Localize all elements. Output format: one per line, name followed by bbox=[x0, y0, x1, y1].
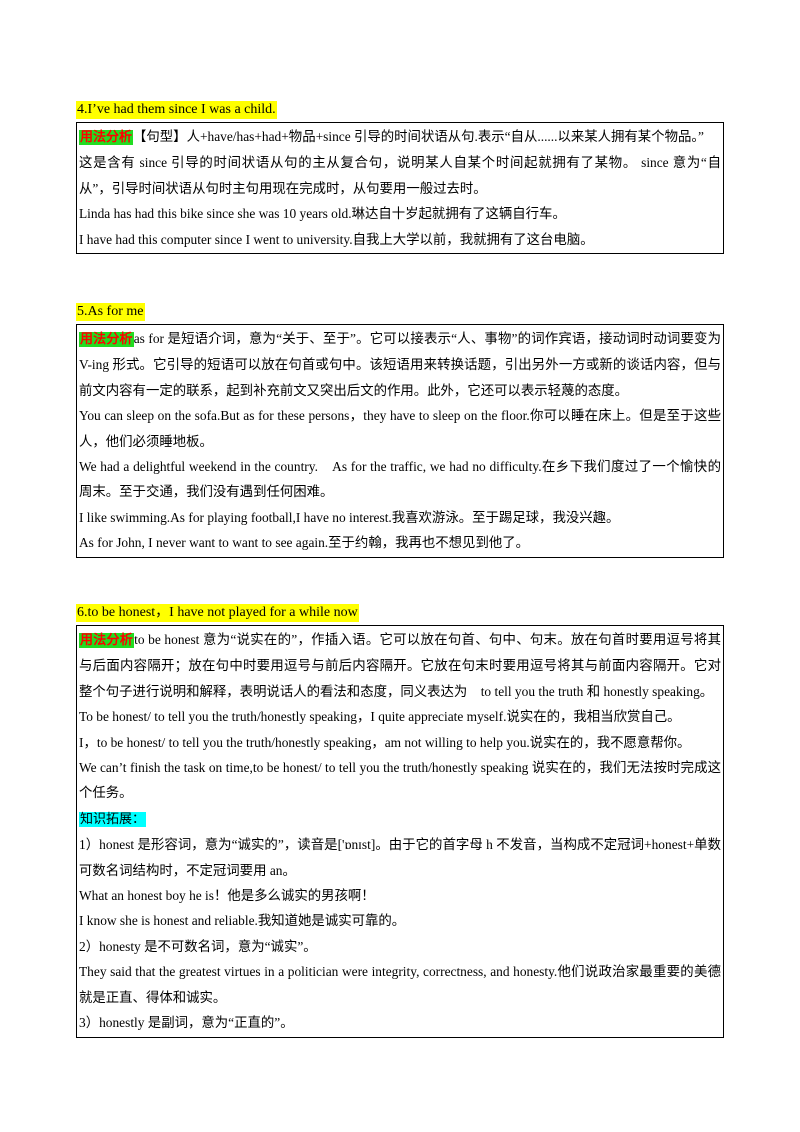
paragraph: 3）honestly 是副词，意为“正直的”。 bbox=[79, 1015, 294, 1031]
paragraph: What an honest boy he is！他是多么诚实的男孩啊！ bbox=[79, 888, 375, 904]
paragraph: To be honest/ to tell you the truth/hone… bbox=[79, 709, 681, 725]
usage-analysis-tag: 用法分析 bbox=[79, 332, 134, 347]
paragraph: 1）honest 是形容词，意为“诚实的”，读音是['ɒnɪst]。由于它的首字… bbox=[79, 837, 721, 878]
paragraph: I，to be honest/ to tell you the truth/ho… bbox=[79, 734, 691, 750]
section-heading: 6.to be honest，I have not played for a w… bbox=[76, 604, 359, 622]
section-4: 4.I’ve had them since I was a child. 用法分… bbox=[76, 100, 724, 255]
section-box: 用法分析【句型】人+have/has+had+物品+since 引导的时间状语从… bbox=[76, 122, 724, 255]
section-6: 6.to be honest，I have not played for a w… bbox=[76, 603, 724, 1038]
section-5: 5.As for me 用法分析as for 是短语介词，意为“关于、至于”。它… bbox=[76, 302, 724, 558]
usage-analysis-tag: 用法分析 bbox=[79, 633, 135, 648]
paragraph: 这是含有 since 引导的时间状语从句的主从复合句，说明某人自某个时间起就拥有… bbox=[79, 155, 721, 196]
paragraph: We had a delightful weekend in the count… bbox=[79, 459, 721, 500]
usage-analysis-tag: 用法分析 bbox=[79, 130, 134, 145]
paragraph: As for John, I never want to want to see… bbox=[79, 535, 530, 551]
paragraph-text: as for 是短语介词，意为“关于、至于”。它可以接表示“人、事物”的词作宾语… bbox=[79, 331, 721, 398]
section-box: 用法分析as for 是短语介词，意为“关于、至于”。它可以接表示“人、事物”的… bbox=[76, 324, 724, 558]
paragraph: I like swimming.As for playing football,… bbox=[79, 509, 620, 525]
paragraph: We can’t finish the task on time,to be h… bbox=[79, 760, 721, 801]
paragraph-text: to be honest 意为“说实在的”，作插入语。它可以放在句首、句中、句末… bbox=[79, 632, 721, 699]
paragraph: 用法分析【句型】人+have/has+had+物品+since 引导的时间状语从… bbox=[79, 124, 721, 150]
paragraph: Linda has had this bike since she was 10… bbox=[79, 206, 566, 222]
paragraph: I know she is honest and reliable.我知道她是诚… bbox=[79, 913, 406, 929]
paragraph: 用法分析as for 是短语介词，意为“关于、至于”。它可以接表示“人、事物”的… bbox=[79, 326, 721, 403]
section-box: 用法分析to be honest 意为“说实在的”，作插入语。它可以放在句首、句… bbox=[76, 625, 724, 1038]
section-heading: 4.I’ve had them since I was a child. bbox=[76, 101, 277, 119]
section-heading: 5.As for me bbox=[76, 303, 145, 321]
paragraph-text: 【句型】人+have/has+had+物品+since 引导的时间状语从句.表示… bbox=[133, 129, 704, 144]
knowledge-extension-tag: 知识拓展： bbox=[79, 811, 147, 827]
paragraph: 用法分析to be honest 意为“说实在的”，作插入语。它可以放在句首、句… bbox=[79, 627, 721, 704]
paragraph: They said that the greatest virtues in a… bbox=[79, 964, 721, 1005]
paragraph: 知识拓展： bbox=[79, 806, 721, 832]
paragraph: I have had this computer since I went to… bbox=[79, 231, 594, 247]
paragraph: 2）honesty 是不可数名词，意为“诚实”。 bbox=[79, 938, 317, 954]
paragraph: You can sleep on the sofa.But as for the… bbox=[79, 408, 721, 449]
